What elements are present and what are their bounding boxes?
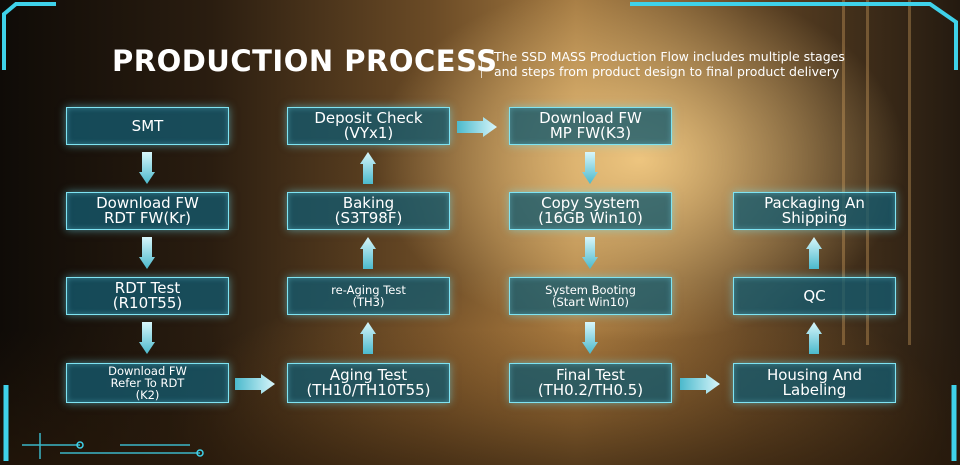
step-smt: SMT [66, 107, 229, 145]
background-pillar [866, 0, 869, 345]
step-download-fw-refer-rdt: Download FW Refer To RDT (K2) [66, 363, 229, 403]
step-download-fw-mp: Download FW MP FW(K3) [509, 107, 672, 145]
arrow-down-icon [139, 152, 155, 184]
step-housing-labeling: Housing And Labeling [733, 363, 896, 403]
arrow-up-icon [360, 237, 376, 269]
background-pillar [908, 0, 911, 345]
step-download-fw-rdt: Download FW RDT FW(Kr) [66, 192, 229, 230]
arrow-down-icon [139, 322, 155, 354]
title-divider [481, 50, 482, 78]
arrow-up-icon [806, 322, 822, 354]
arrow-right-icon [235, 374, 275, 394]
step-qc: QC [733, 277, 896, 315]
step-copy-system: Copy System (16GB Win10) [509, 192, 672, 230]
arrow-down-icon [582, 152, 598, 184]
arrow-right-icon [680, 374, 720, 394]
step-aging-test: Aging Test (TH10/TH10T55) [287, 363, 450, 403]
arrow-down-icon [582, 322, 598, 354]
arrow-down-icon [582, 237, 598, 269]
step-system-booting: System Booting (Start Win10) [509, 277, 672, 315]
step-final-test: Final Test (TH0.2/TH0.5) [509, 363, 672, 403]
page-description: The SSD MASS Production Flow includes mu… [494, 49, 845, 79]
frame-corner-bottom-left [3, 385, 204, 461]
page-title: PRODUCTION PROCESS [112, 44, 498, 78]
arrow-up-icon [806, 237, 822, 269]
step-deposit-check: Deposit Check (VYx1) [287, 107, 450, 145]
background-pillar [842, 0, 845, 345]
frame-corner-top-left [2, 2, 56, 70]
arrow-up-icon [360, 322, 376, 354]
frame-corner-bottom-right [951, 385, 957, 461]
arrow-up-icon [360, 152, 376, 184]
frame-corner-top-right [630, 2, 958, 70]
step-re-aging-test: re-Aging Test (TH3) [287, 277, 450, 315]
step-baking: Baking (S3T98F) [287, 192, 450, 230]
step-rdt-test: RDT Test (R10T55) [66, 277, 229, 315]
arrow-right-icon [457, 117, 497, 137]
arrow-down-icon [139, 237, 155, 269]
step-packaging-shipping: Packaging An Shipping [733, 192, 896, 230]
